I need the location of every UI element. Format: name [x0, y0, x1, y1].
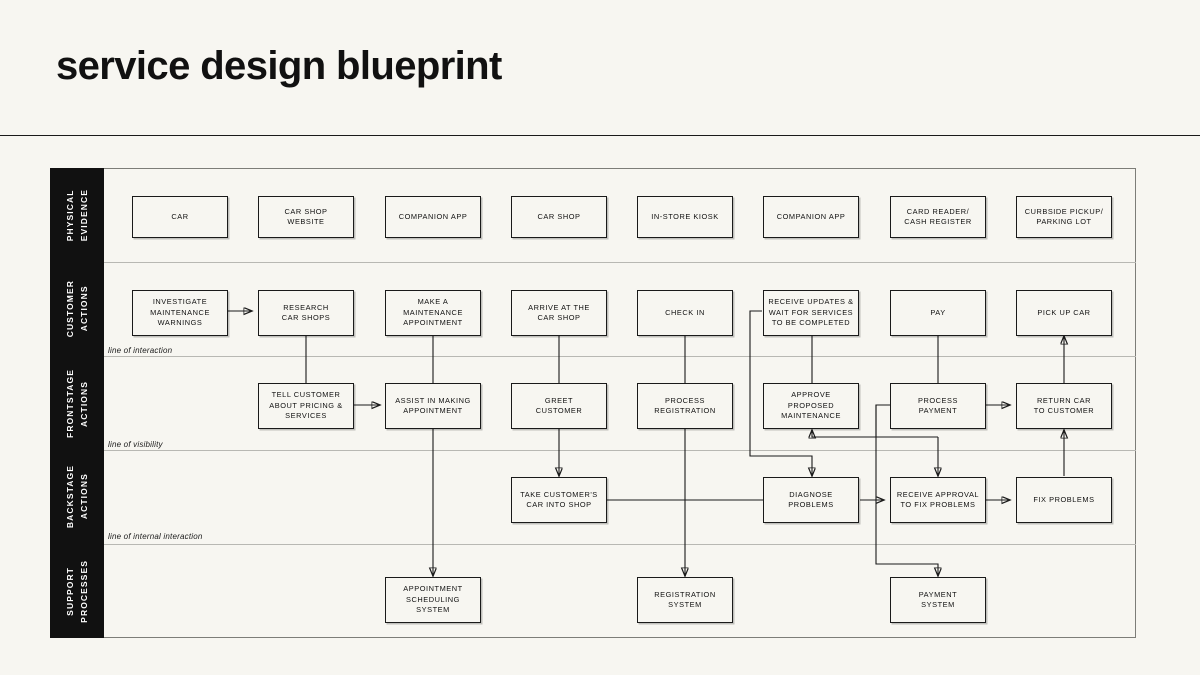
node-frontstage-action-7[interactable]: PROCESS PAYMENT — [890, 383, 986, 429]
node-customer-action-5[interactable]: CHECK IN — [637, 290, 733, 336]
page-title: service design blueprint — [56, 44, 502, 88]
lane-label-customer-actions: CUSTOMER ACTIONS — [50, 262, 104, 356]
node-frontstage-action-8[interactable]: RETURN CAR TO CUSTOMER — [1016, 383, 1112, 429]
lane-divider-3 — [104, 450, 1136, 451]
node-frontstage-action-6[interactable]: APPROVE PROPOSED MAINTENANCE — [763, 383, 859, 429]
node-frontstage-action-2[interactable]: TELL CUSTOMER ABOUT PRICING & SERVICES — [258, 383, 354, 429]
caption-line-of-interaction: line of interaction — [108, 346, 173, 355]
lane-label-support-processes: SUPPORT PROCESSES — [50, 544, 104, 638]
caption-line-of-internal-interaction: line of internal interaction — [108, 532, 203, 541]
node-frontstage-action-5[interactable]: PROCESS REGISTRATION — [637, 383, 733, 429]
service-blueprint-canvas: PHYSICAL EVIDENCE CUSTOMER ACTIONS FRONT… — [50, 168, 1136, 638]
caption-line-of-visibility: line of visibility — [108, 440, 163, 449]
node-physical-evidence-2[interactable]: CAR SHOP WEBSITE — [258, 196, 354, 238]
node-frontstage-action-4[interactable]: GREET CUSTOMER — [511, 383, 607, 429]
node-backstage-action-8[interactable]: FIX PROBLEMS — [1016, 477, 1112, 523]
lane-divider-2 — [104, 356, 1136, 357]
node-customer-action-8[interactable]: PICK UP CAR — [1016, 290, 1112, 336]
node-customer-action-7[interactable]: PAY — [890, 290, 986, 336]
lane-label-physical-evidence: PHYSICAL EVIDENCE — [50, 168, 104, 262]
node-physical-evidence-5[interactable]: IN-STORE KIOSK — [637, 196, 733, 238]
node-customer-action-3[interactable]: MAKE A MAINTENANCE APPOINTMENT — [385, 290, 481, 336]
node-customer-action-1[interactable]: INVESTIGATE MAINTENANCE WARNINGS — [132, 290, 228, 336]
node-customer-action-2[interactable]: RESEARCH CAR SHOPS — [258, 290, 354, 336]
node-physical-evidence-1[interactable]: CAR — [132, 196, 228, 238]
node-frontstage-action-3[interactable]: ASSIST IN MAKING APPOINTMENT — [385, 383, 481, 429]
connector-fs7-fs6 — [812, 430, 938, 437]
lane-label-text: PHYSICAL EVIDENCE — [65, 188, 89, 242]
node-support-process-3[interactable]: APPOINTMENT SCHEDULING SYSTEM — [385, 577, 481, 623]
page-header: service design blueprint — [0, 0, 1200, 136]
lane-divider-1 — [104, 262, 1136, 263]
node-backstage-action-7[interactable]: RECEIVE APPROVAL TO FIX PROBLEMS — [890, 477, 986, 523]
lane-label-text: SUPPORT PROCESSES — [65, 559, 89, 623]
node-backstage-action-6[interactable]: DIAGNOSE PROBLEMS — [763, 477, 859, 523]
lane-label-text: FRONTSTAGE ACTIONS — [65, 368, 89, 438]
lane-label-text: CUSTOMER ACTIONS — [65, 280, 89, 338]
node-physical-evidence-8[interactable]: CURBSIDE PICKUP/ PARKING LOT — [1016, 196, 1112, 238]
node-customer-action-6[interactable]: RECEIVE UPDATES & WAIT FOR SERVICES TO B… — [763, 290, 859, 336]
node-physical-evidence-6[interactable]: COMPANION APP — [763, 196, 859, 238]
lane-label-backstage-actions: BACKSTAGE ACTIONS — [50, 450, 104, 544]
lane-label-text: BACKSTAGE ACTIONS — [65, 465, 89, 529]
node-physical-evidence-7[interactable]: CARD READER/ CASH REGISTER — [890, 196, 986, 238]
node-backstage-action-4[interactable]: TAKE CUSTOMER'S CAR INTO SHOP — [511, 477, 607, 523]
lane-divider-4 — [104, 544, 1136, 545]
node-customer-action-4[interactable]: ARRIVE AT THE CAR SHOP — [511, 290, 607, 336]
node-physical-evidence-4[interactable]: CAR SHOP — [511, 196, 607, 238]
node-support-process-7[interactable]: PAYMENT SYSTEM — [890, 577, 986, 623]
node-physical-evidence-3[interactable]: COMPANION APP — [385, 196, 481, 238]
node-support-process-5[interactable]: REGISTRATION SYSTEM — [637, 577, 733, 623]
lane-label-frontstage-actions: FRONTSTAGE ACTIONS — [50, 356, 104, 450]
